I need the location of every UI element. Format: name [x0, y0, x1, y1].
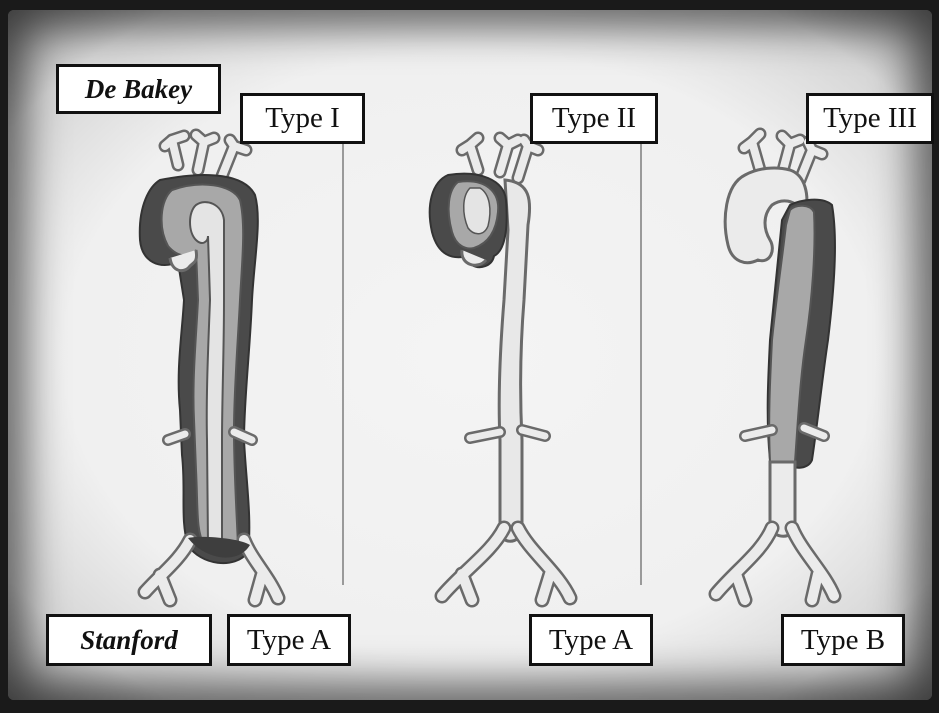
stanford-type-b-label: Type B: [781, 614, 905, 666]
stanford-type-a-label-2: Type A: [529, 614, 653, 666]
stanford-label: Stanford: [46, 614, 212, 666]
debakey-type-i-label: Type I: [240, 93, 365, 144]
debakey-type-ii-label: Type II: [530, 93, 658, 144]
aorta-type-i: [140, 135, 278, 600]
aorta-type-iii: [716, 134, 835, 600]
debakey-type-iii-label: Type III: [806, 93, 934, 144]
debakey-label: De Bakey: [56, 64, 221, 114]
stanford-type-a-label-1: Type A: [227, 614, 351, 666]
aorta-type-ii: [430, 138, 570, 600]
